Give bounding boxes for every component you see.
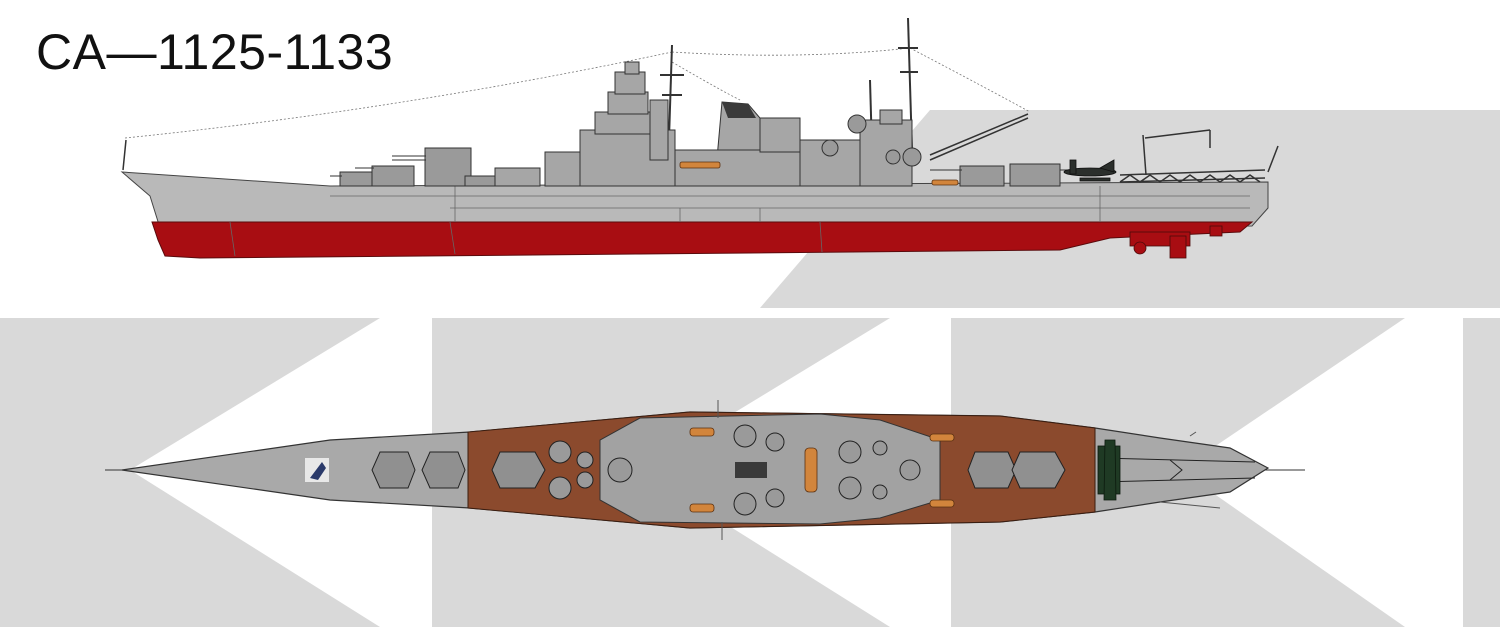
funnel-plan: [735, 462, 767, 478]
side-profile-view: [120, 17, 1279, 259]
ship-boats: [679, 161, 959, 186]
drawing-title: CA—1125-1133: [36, 24, 394, 80]
aft-turrets: [930, 163, 1080, 187]
bridge-tower: [494, 61, 676, 187]
bow-jackstaff: [122, 139, 1279, 173]
floatplane-icon: [1063, 159, 1117, 182]
hull-detail-lines: [229, 186, 1250, 257]
funnel-cap: [722, 102, 756, 118]
top-plan-view: [105, 400, 1305, 540]
turret-plan: [371, 451, 1066, 489]
bow-emblem-icon: [305, 458, 329, 482]
propellers-rudder: [1129, 225, 1223, 259]
aft-deck-plan: [1099, 457, 1256, 483]
midship-superstructure: [674, 109, 922, 187]
gun-turret-icon: [330, 147, 496, 187]
midship-deck-plan: [599, 413, 941, 525]
aa-mounts-plan: [548, 424, 921, 516]
boats-plan: [689, 427, 955, 513]
rigging-lines: [124, 47, 1031, 139]
floatplane-plan-icon: [1097, 439, 1121, 501]
backdrop-panel-4: [1463, 318, 1500, 627]
catapult-crane-icon: [929, 113, 1266, 183]
hull-antifouling: [151, 221, 1254, 259]
aerials-plan: [717, 400, 1221, 540]
